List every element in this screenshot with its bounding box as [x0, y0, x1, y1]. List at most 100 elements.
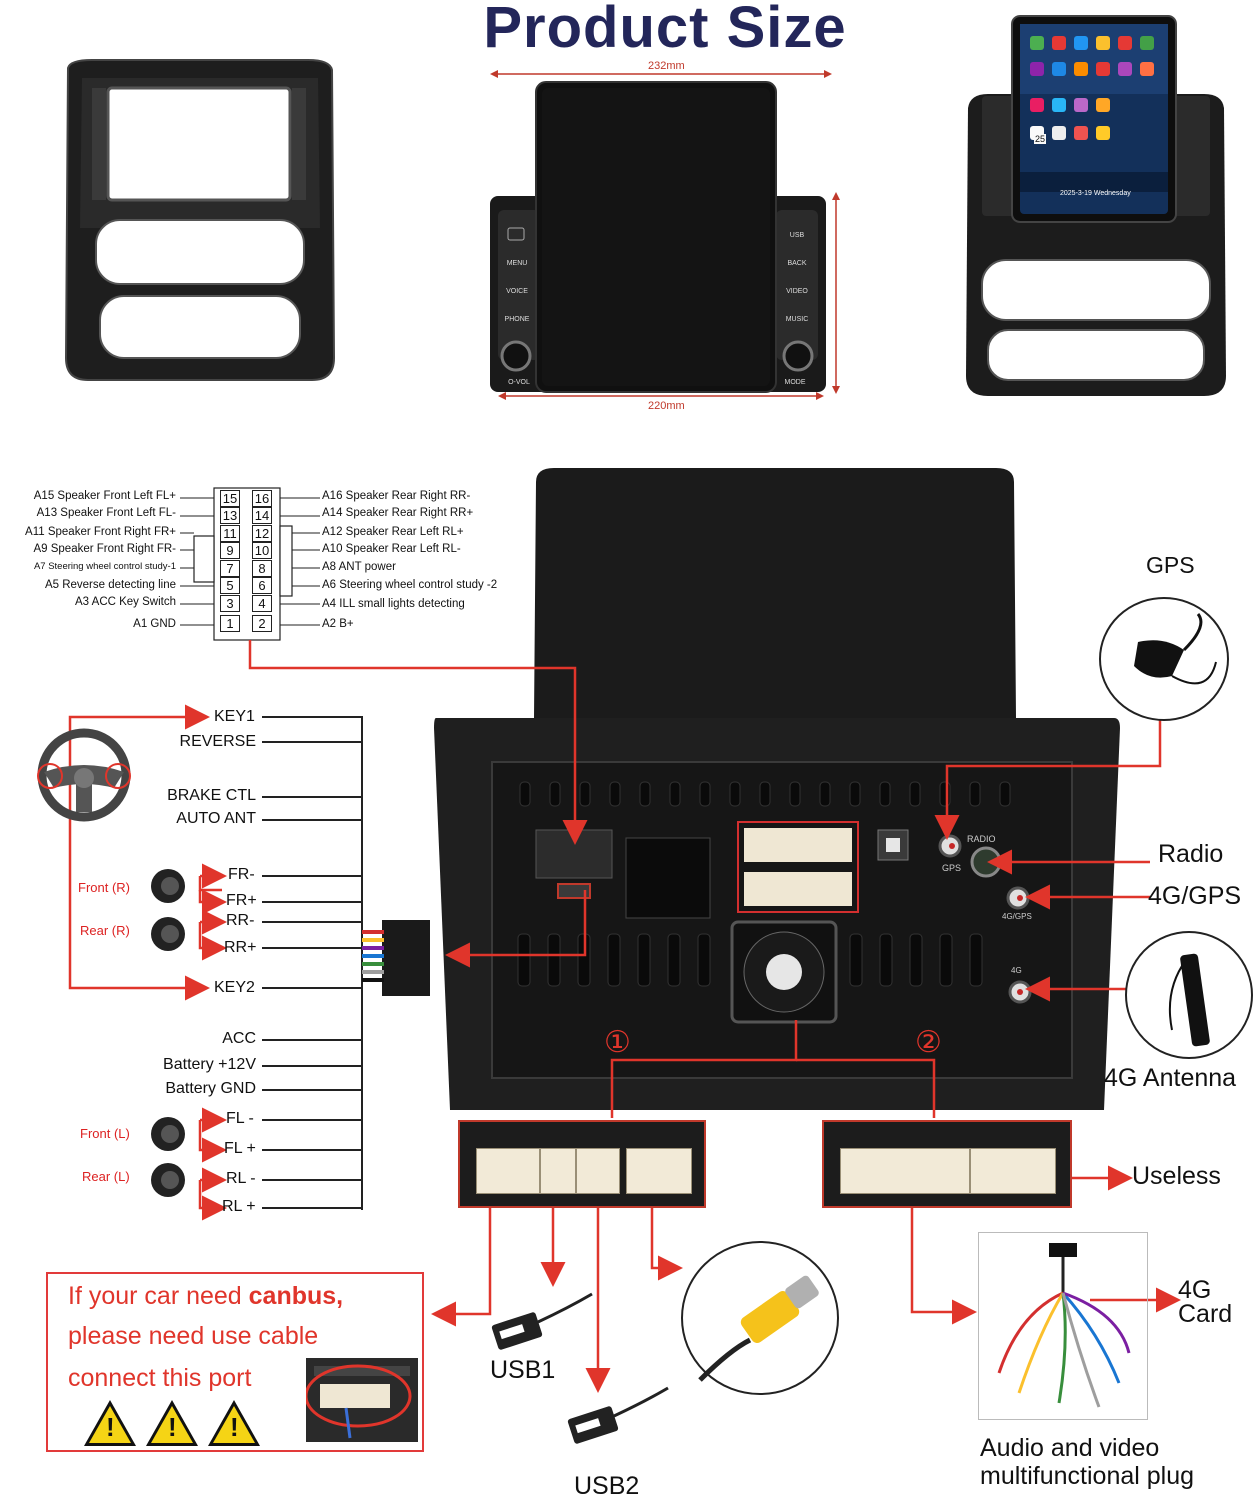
pin-2: 2: [252, 615, 272, 632]
pin-label-a7: A7 Steering wheel control study-1: [33, 561, 176, 572]
useless-label: Useless: [1132, 1162, 1221, 1190]
top-width-label: 232mm: [648, 60, 685, 72]
pin-label-a15: A15 Speaker Front Left FL+: [33, 490, 176, 502]
wire-fr-minus: FR-: [228, 866, 255, 883]
wire-rl-plus: RL +: [222, 1198, 256, 1215]
screen-date: 2025-3-19 Wednesday: [1060, 190, 1131, 197]
port-marker-1: ①: [604, 1026, 631, 1059]
4g-card-label-line1: 4G: [1178, 1276, 1212, 1304]
wire-rl-minus: RL -: [226, 1170, 256, 1187]
pin-3: 3: [220, 595, 240, 612]
canbus-note-line3: connect this port: [68, 1364, 252, 1392]
pin-16: 16: [252, 490, 272, 507]
page-title: Product Size: [483, 0, 847, 60]
speaker-front-r-label: Front (R): [78, 880, 130, 895]
panel-4g-marking: 4G: [1011, 966, 1022, 975]
steering-wheel-icon: [37, 728, 131, 822]
screen-clock: 25: [1034, 134, 1047, 144]
pin-7: 7: [220, 560, 240, 577]
dash-frame-image: [64, 59, 336, 381]
usb2-connector-image: [567, 1386, 669, 1444]
port-marker-2: ②: [915, 1026, 942, 1059]
voice-button-label: VOICE: [506, 288, 528, 295]
wire-fl-minus: FL -: [226, 1110, 254, 1127]
av-plug-label-line2: multifunctional plug: [980, 1462, 1195, 1490]
av-plug-image: [978, 1232, 1148, 1420]
rca-connector-image: [681, 1241, 839, 1395]
phone-button-label: PHONE: [504, 316, 530, 323]
harness-connector-1: [458, 1120, 706, 1208]
canbus-note-line1: If your car need canbus,: [68, 1282, 344, 1310]
wire-key1: KEY1: [214, 708, 255, 725]
pin-5: 5: [220, 577, 240, 594]
wire-key2: KEY2: [214, 979, 255, 996]
pin-10: 10: [252, 542, 272, 559]
gps-label: GPS: [1146, 552, 1195, 578]
pin-9: 9: [220, 542, 240, 559]
pin-label-a16: A16 Speaker Rear Right RR-: [322, 490, 471, 502]
canbus-note: If your car need canbus, please need use…: [46, 1272, 424, 1452]
usb-button-label: USB: [789, 232, 805, 239]
usb1-connector-image: [491, 1292, 593, 1350]
mode-knob-label: MODE: [784, 379, 806, 386]
pin-label-a11: A11 Speaker Front Right FR+: [25, 526, 176, 538]
wire-battery-12v: Battery +12V: [163, 1056, 256, 1073]
usb2-label: USB2: [574, 1472, 640, 1500]
speaker-icons: [151, 869, 185, 1197]
pin-label-a10: A10 Speaker Rear Left RL-: [322, 543, 461, 555]
wire-battery-gnd: Battery GND: [165, 1080, 256, 1097]
wire-rr-plus: RR+: [224, 939, 257, 956]
canbus-port-photo: [306, 1358, 418, 1442]
bottom-width-label: 220mm: [648, 400, 685, 412]
installed-unit-image: [966, 15, 1226, 396]
harness-connector-2: [822, 1120, 1072, 1208]
wire-auto-ant: AUTO ANT: [176, 810, 256, 827]
dimension-lines: [490, 70, 840, 400]
pin-label-a6: A6 Steering wheel control study -2: [322, 579, 498, 591]
pin-label-a9: A9 Speaker Front Right FR-: [33, 543, 176, 555]
menu-button-label: MENU: [506, 260, 528, 267]
warning-icon-1: !: [84, 1400, 136, 1446]
4g-antenna-label: 4G Antenna: [1104, 1064, 1237, 1092]
wire-rr-minus: RR-: [226, 912, 255, 929]
wire-reverse: REVERSE: [179, 733, 256, 750]
pin-label-a5: A5 Reverse detecting line: [44, 579, 176, 591]
usb1-label: USB1: [490, 1356, 556, 1384]
pin-label-a1: A1 GND: [133, 618, 176, 630]
pin-label-a3: A3 ACC Key Switch: [75, 596, 176, 608]
music-button-label: MUSIC: [785, 316, 809, 323]
speaker-front-l-label: Front (L): [80, 1126, 130, 1141]
harness-plug-image: [362, 920, 430, 996]
canbus-note-line2: please need use cable: [68, 1322, 319, 1350]
gps-antenna-image: [1099, 597, 1229, 721]
4g-antenna-image: [1125, 931, 1253, 1059]
speaker-rear-l-label: Rear (L): [82, 1169, 130, 1184]
head-unit-image: [490, 81, 826, 393]
pin-6: 6: [252, 577, 272, 594]
pin-label-a14: A14 Speaker Rear Right RR+: [322, 507, 474, 519]
pin-12: 12: [252, 525, 272, 542]
pin-label-a8: A8 ANT power: [322, 561, 396, 573]
pin-15: 15: [220, 490, 240, 507]
warning-icon-3: !: [208, 1400, 260, 1446]
wire-brake-ctl: BRAKE CTL: [167, 787, 256, 804]
pin-1: 1: [220, 615, 240, 632]
pin-8: 8: [252, 560, 272, 577]
pin-14: 14: [252, 507, 272, 524]
panel-gps-marking: GPS: [942, 863, 962, 873]
panel-radio-marking: RADIO: [967, 834, 996, 844]
wire-fl-plus: FL +: [224, 1140, 256, 1157]
pin-11: 11: [220, 525, 240, 542]
video-button-label: VIDEO: [786, 288, 808, 295]
radio-label: Radio: [1158, 840, 1224, 868]
unit-back-panel-image: [434, 468, 1120, 1110]
wire-fr-plus: FR+: [226, 892, 257, 909]
pin-13: 13: [220, 507, 240, 524]
panel-4ggps-marking: 4G/GPS: [1002, 912, 1032, 921]
pin-label-a2: A2 B+: [322, 618, 354, 630]
pin-label-a4: A4 ILL small lights detecting: [322, 598, 465, 610]
warning-icon-2: !: [146, 1400, 198, 1446]
4g-gps-label: 4G/GPS: [1148, 882, 1242, 910]
4g-card-label-line2: Card: [1178, 1300, 1233, 1328]
